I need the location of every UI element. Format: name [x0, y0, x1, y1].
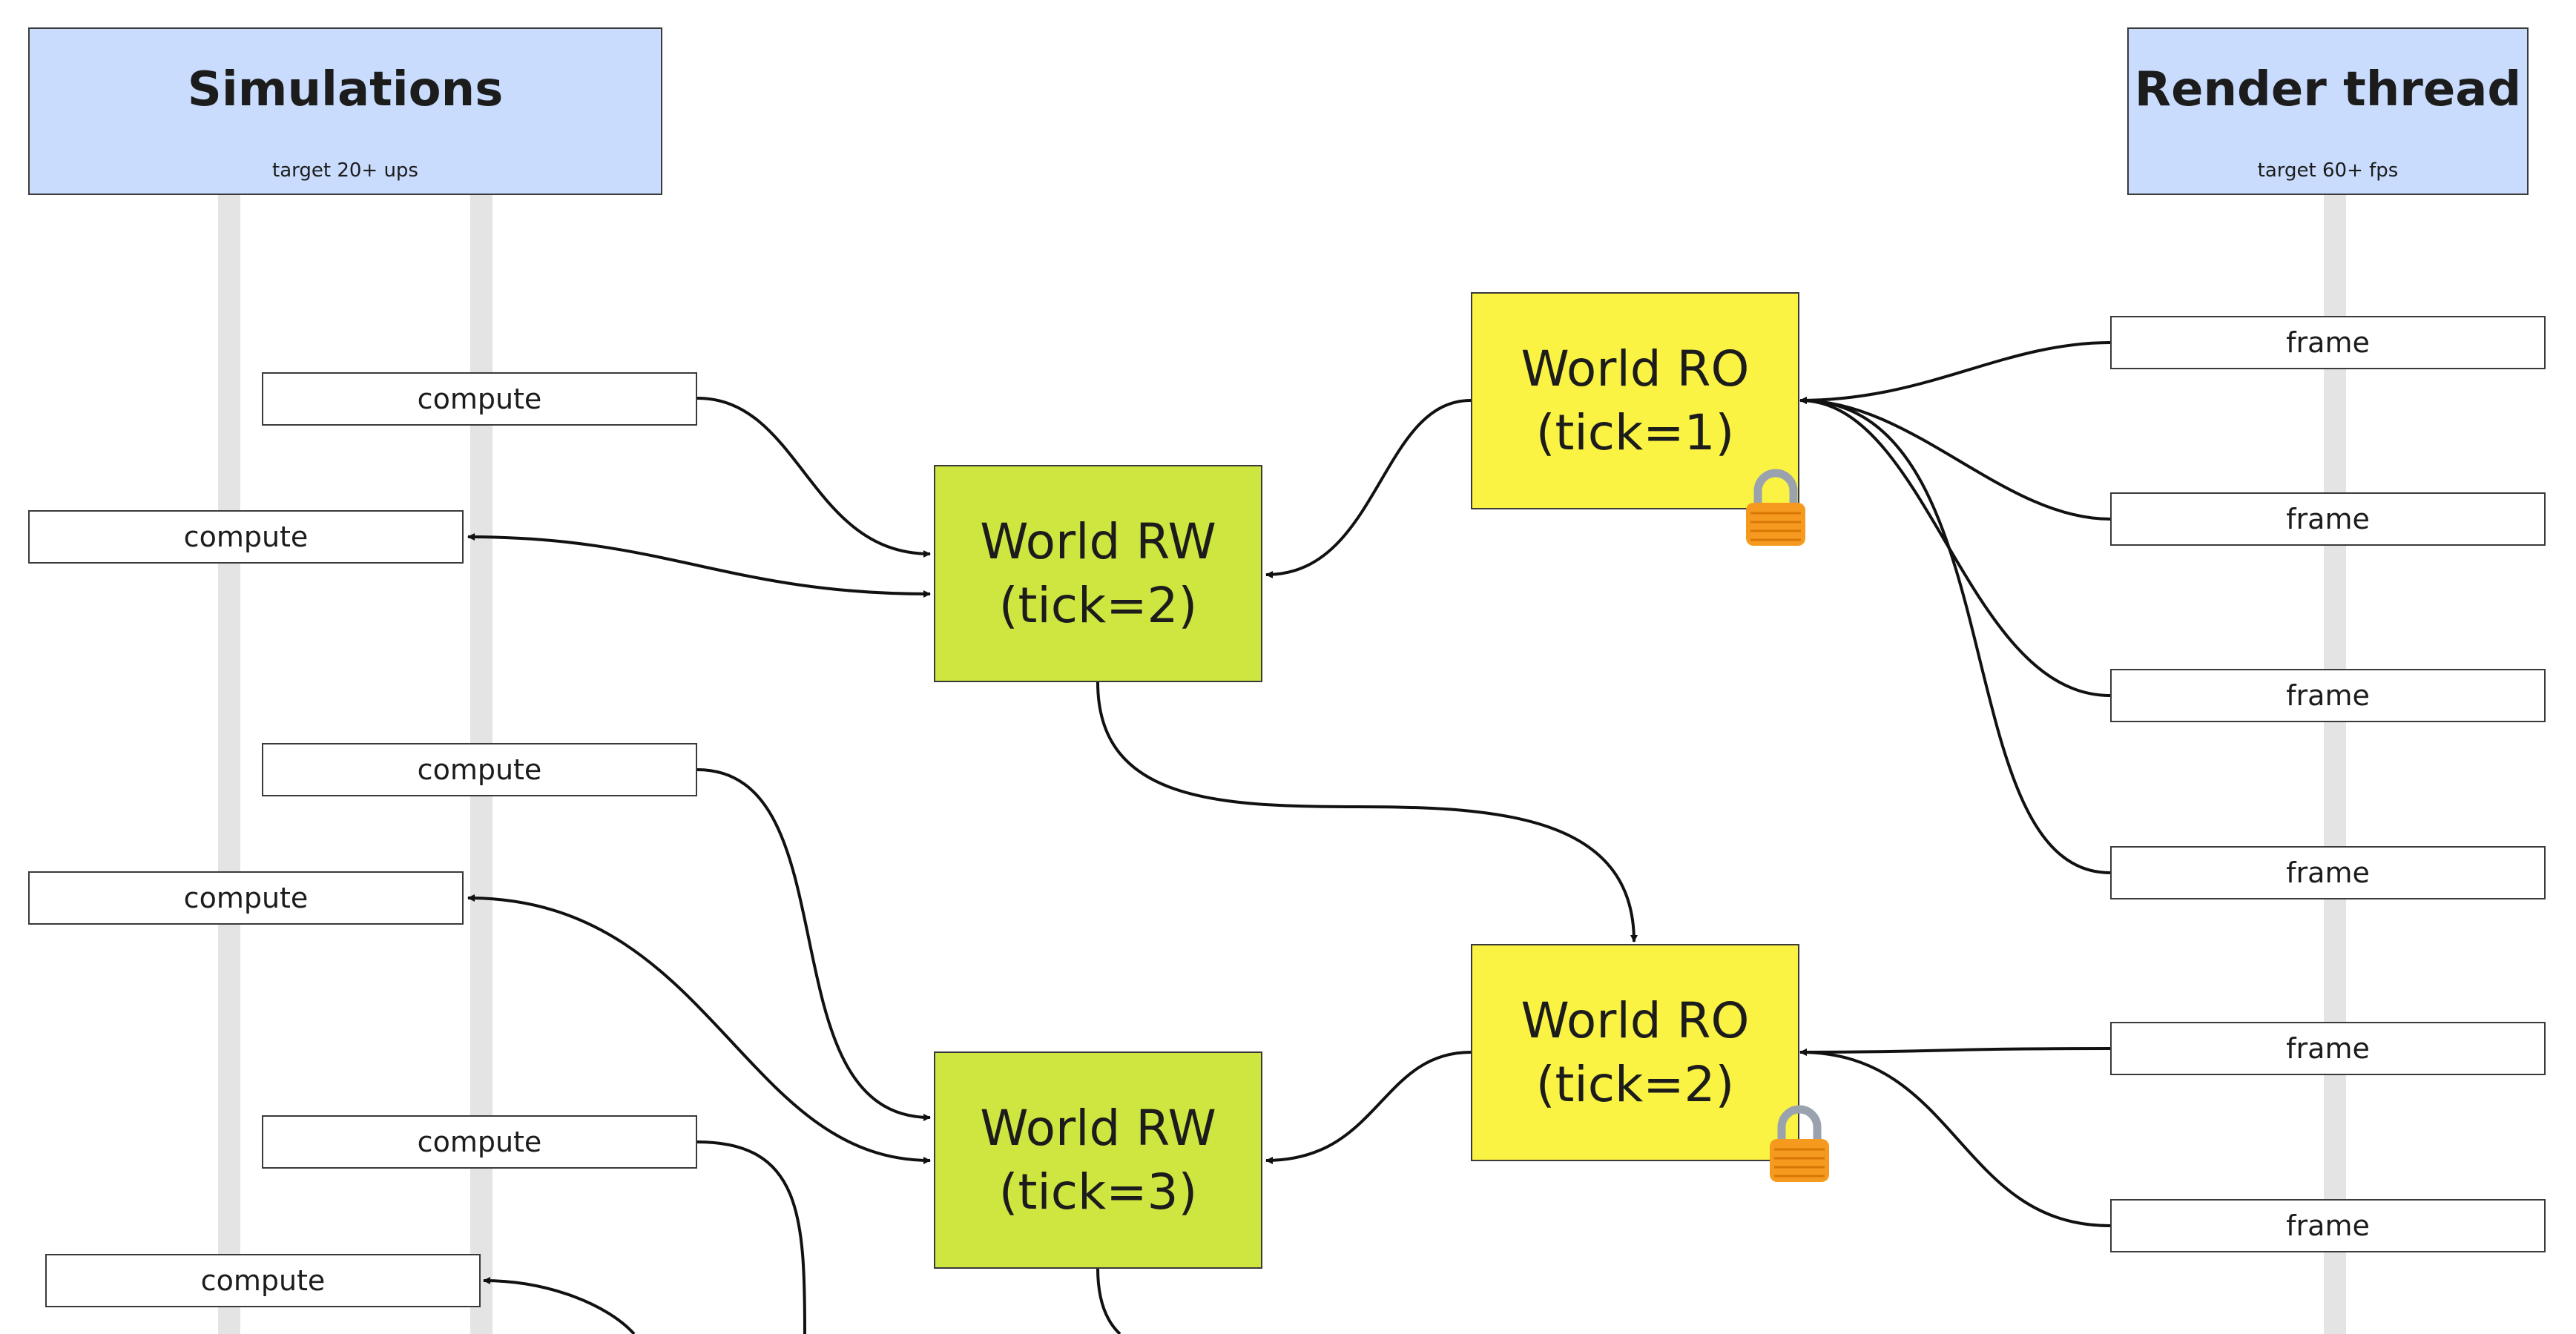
- arrow-compute-to-rw2: [696, 397, 931, 558]
- arrow-compute-to-rw3: [696, 768, 931, 1121]
- simulations-subtitle: target 20+ ups: [272, 159, 418, 182]
- arrow-ro1-to-rw2: [1265, 399, 1472, 578]
- arrow-frame4-to-ro1: [1799, 397, 2111, 874]
- frame-box-5: frame: [2110, 1022, 2546, 1075]
- arrow-compute-bottom-continuation: [696, 1140, 806, 1334]
- world-rw-tick2: World RW (tick=2): [934, 465, 1262, 682]
- world-rw-tick3-title: World RW: [980, 1099, 1216, 1157]
- simulations-header: Simulations target 20+ ups: [28, 27, 662, 195]
- render-thread-subtitle: target 60+ fps: [2257, 159, 2399, 182]
- arrow-compute-rw3-bidirectional: [467, 894, 931, 1164]
- compute-box-5: compute: [262, 1115, 697, 1169]
- world-ro-tick2-title: World RO: [1521, 991, 1750, 1049]
- arrow-frame3-to-ro1: [1799, 397, 2111, 697]
- compute-box-6: compute: [45, 1254, 481, 1307]
- world-ro-tick2-tick: (tick=2): [1535, 1055, 1735, 1113]
- world-rw-tick3-tick: (tick=3): [998, 1163, 1198, 1221]
- world-ro-tick1-tick: (tick=1): [1535, 403, 1735, 461]
- compute-box-1: compute: [262, 372, 697, 426]
- render-thread-header: Render thread target 60+ fps: [2127, 27, 2529, 195]
- arrow-frame5-to-ro2: [1799, 1047, 2111, 1056]
- frame-box-2: frame: [2110, 492, 2546, 546]
- world-ro-tick1: World RO (tick=1): [1471, 292, 1799, 509]
- lock-icon: [1746, 469, 1805, 546]
- arrow-rw2-to-ro2: [1096, 681, 1638, 942]
- simulations-title: Simulations: [187, 62, 504, 117]
- arrow-frame2-to-ro1: [1799, 397, 2111, 521]
- compute-box-4: compute: [28, 871, 464, 925]
- world-ro-tick2: World RO (tick=2): [1471, 944, 1799, 1161]
- render-thread-title: Render thread: [2134, 62, 2522, 117]
- frame-box-4: frame: [2110, 846, 2546, 899]
- world-rw-tick2-title: World RW: [980, 512, 1216, 570]
- frame-box-3: frame: [2110, 669, 2546, 722]
- world-rw-tick2-tick: (tick=2): [998, 576, 1198, 634]
- frame-box-1: frame: [2110, 316, 2546, 369]
- arrow-ro2-to-rw3: [1265, 1051, 1472, 1164]
- simulation-lifeline-1: [218, 194, 240, 1334]
- compute-box-3: compute: [262, 743, 697, 796]
- render-lifeline: [2324, 194, 2346, 1334]
- arrow-compute-bottom-left-continuation: [483, 1277, 636, 1334]
- arrow-rw3-bottom-continuation: [1096, 1267, 1121, 1334]
- arrow-frame1-to-ro1: [1799, 341, 2111, 404]
- arrow-frame6-to-ro2: [1799, 1049, 2111, 1227]
- frame-box-6: frame: [2110, 1199, 2546, 1252]
- world-ro-tick1-title: World RO: [1521, 340, 1750, 397]
- arrow-compute-rw2-bidirectional: [467, 533, 931, 598]
- lock-icon: [1770, 1105, 1829, 1182]
- world-rw-tick3: World RW (tick=3): [934, 1051, 1262, 1269]
- compute-box-2: compute: [28, 510, 464, 564]
